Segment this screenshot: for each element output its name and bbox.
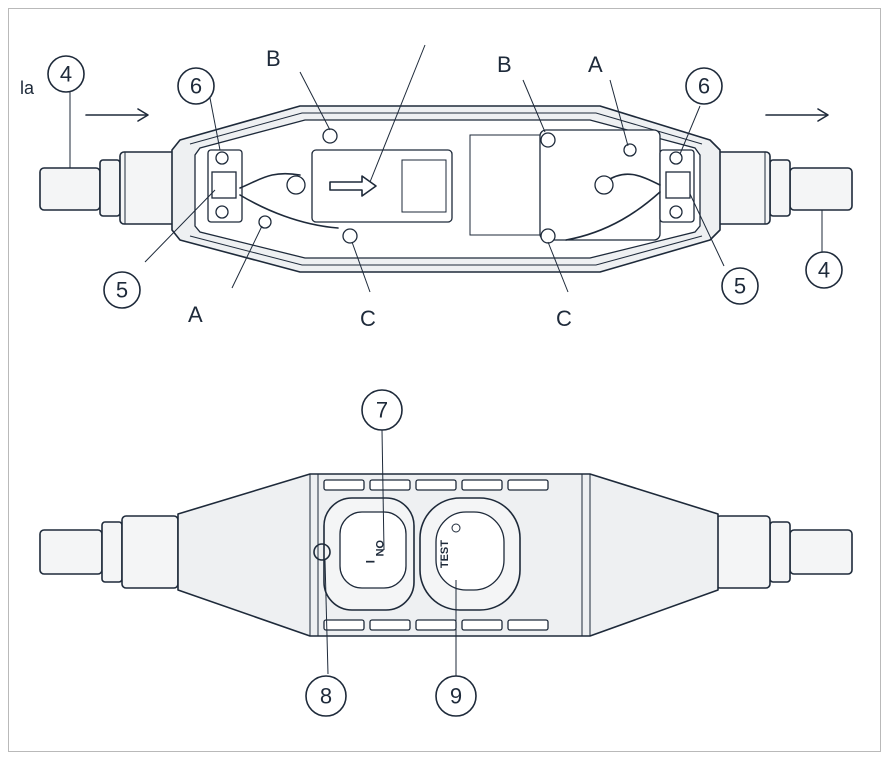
svg-text:6: 6 bbox=[190, 74, 202, 99]
callout-8: 8 bbox=[305, 675, 347, 717]
on-label: ON bbox=[373, 540, 385, 557]
callout-9: 9 bbox=[435, 675, 477, 717]
grip-ribs bbox=[323, 479, 549, 631]
callout-7: 7 bbox=[361, 389, 403, 431]
label-c-right: C bbox=[556, 306, 572, 331]
test-label: TEST bbox=[439, 540, 451, 568]
callout-5-left: 5 bbox=[103, 271, 141, 309]
top-view: B B A A C C la 4 6 6 5 bbox=[20, 44, 853, 331]
direction-arrow-icon bbox=[329, 175, 377, 197]
label-b-right: B bbox=[497, 52, 512, 77]
svg-text:5: 5 bbox=[734, 274, 746, 299]
svg-text:4: 4 bbox=[60, 62, 72, 87]
label-a-left: A bbox=[188, 302, 203, 327]
flow-arrow-left-icon bbox=[85, 108, 149, 122]
relay-module bbox=[311, 149, 453, 223]
right-cable-end bbox=[711, 151, 853, 225]
on-symbol: I bbox=[363, 560, 377, 563]
test-button[interactable]: TEST bbox=[419, 497, 521, 611]
svg-text:7: 7 bbox=[376, 398, 388, 423]
callout-6-right: 6 bbox=[685, 67, 723, 105]
bottom-view: I ON TEST 7 8 bbox=[39, 389, 853, 717]
indicator-led-icon bbox=[313, 543, 331, 561]
svg-text:4: 4 bbox=[818, 258, 830, 283]
flow-arrow-right-icon bbox=[765, 108, 829, 122]
callout-6-left: 6 bbox=[177, 67, 215, 105]
label-a-right: A bbox=[588, 52, 603, 77]
svg-text:8: 8 bbox=[320, 684, 332, 709]
callout-4-right: 4 bbox=[805, 251, 843, 289]
callout-5-right: 5 bbox=[721, 267, 759, 305]
label-c-left: C bbox=[360, 306, 376, 331]
svg-text:9: 9 bbox=[450, 684, 462, 709]
figure-frame bbox=[8, 8, 881, 752]
left-cable-end bbox=[39, 151, 179, 225]
label-la: la bbox=[20, 78, 35, 98]
leader-lines bbox=[69, 44, 823, 293]
on-button[interactable]: I ON bbox=[313, 497, 415, 611]
label-b-left: B bbox=[266, 46, 281, 71]
svg-text:6: 6 bbox=[698, 74, 710, 99]
svg-text:5: 5 bbox=[116, 278, 128, 303]
test-dot-icon bbox=[451, 523, 461, 533]
callout-4-left: 4 bbox=[47, 55, 85, 93]
